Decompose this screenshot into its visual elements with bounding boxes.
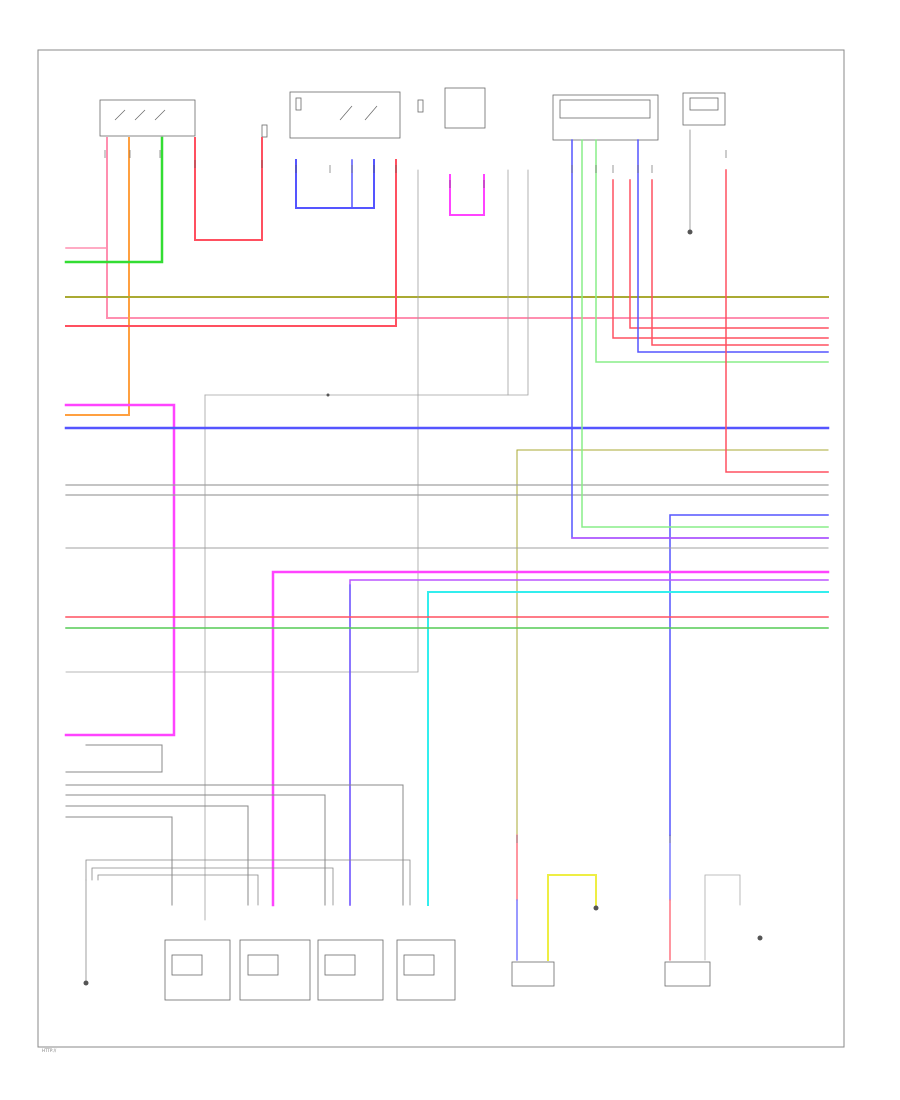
wire-blue xyxy=(637,139,829,353)
wire-gray xyxy=(65,784,404,906)
page-code: HTTP:// xyxy=(42,1048,57,1053)
wire-orange xyxy=(65,137,130,416)
wire-yellow xyxy=(547,874,597,961)
wire-red xyxy=(612,179,829,339)
ground-symbol xyxy=(593,905,599,911)
wire-red xyxy=(725,169,829,473)
wire-lightgreen xyxy=(595,139,829,363)
wire-gray xyxy=(417,169,529,396)
splice-point xyxy=(326,393,330,397)
switch-block-1 xyxy=(99,99,196,137)
wire-blue xyxy=(295,159,375,209)
sensor-bottom-1 xyxy=(511,961,555,987)
wire-red xyxy=(194,137,263,241)
fuse-symbol xyxy=(417,99,424,113)
wire-olive xyxy=(516,449,829,836)
ecm-inner xyxy=(559,99,651,119)
wire-gray xyxy=(65,794,326,906)
wire-gray xyxy=(91,867,334,906)
wire-green xyxy=(64,136,164,264)
relay-contact xyxy=(339,105,353,121)
wire-magenta xyxy=(449,174,485,216)
fuse-symbol xyxy=(261,124,268,138)
fuse-symbol xyxy=(295,97,302,111)
wire-magenta xyxy=(64,403,176,737)
sensor-bottom-2 xyxy=(664,961,711,987)
relay-block xyxy=(289,91,401,139)
wire-blue xyxy=(571,139,829,539)
switch-contact xyxy=(154,109,166,121)
switch-contact xyxy=(134,109,146,121)
wire-red xyxy=(651,179,829,346)
wire-pink xyxy=(106,137,829,319)
relay-contact xyxy=(364,105,378,121)
wire-gray xyxy=(85,859,411,906)
connector-marks xyxy=(104,150,727,843)
wire-gray xyxy=(65,394,419,673)
wires xyxy=(64,129,830,981)
injector-4-inner xyxy=(403,954,435,976)
switch-contact xyxy=(114,109,126,121)
wire-cyan xyxy=(427,591,829,906)
ground-symbol xyxy=(757,935,763,941)
wire-gray xyxy=(65,805,249,906)
wire-gray xyxy=(65,744,163,773)
fuse-block xyxy=(444,87,486,129)
sensor-inner xyxy=(689,97,719,111)
wire-gray xyxy=(97,874,259,906)
wire-gray xyxy=(704,874,741,961)
wire-lightgreen xyxy=(581,139,829,528)
wire-red xyxy=(629,179,829,329)
diagram-frame xyxy=(37,49,845,1048)
injector-2-inner xyxy=(247,954,279,976)
ground-symbol xyxy=(83,980,89,986)
wire-red xyxy=(65,159,397,327)
wire-blue xyxy=(669,514,829,836)
wire-gray xyxy=(65,816,173,906)
ground-symbol xyxy=(687,229,693,235)
wire-magenta xyxy=(271,570,830,907)
injector-3-inner xyxy=(324,954,356,976)
injector-1-inner xyxy=(171,954,203,976)
